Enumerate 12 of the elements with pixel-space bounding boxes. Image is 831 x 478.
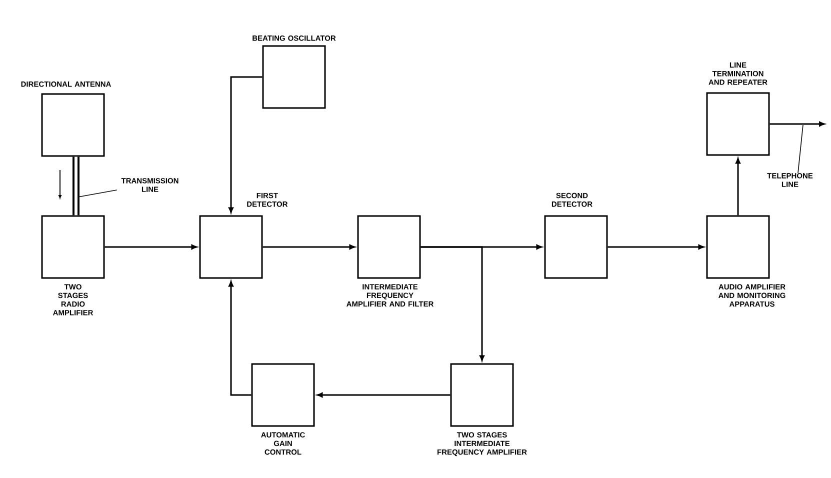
leader-line xyxy=(78,190,118,198)
signal-line xyxy=(736,158,740,216)
leader-line xyxy=(798,124,804,174)
signal-line xyxy=(228,281,252,396)
signal-line xyxy=(317,392,450,398)
signal-line xyxy=(608,244,704,250)
signal-line xyxy=(104,244,197,250)
signal-line xyxy=(262,244,355,250)
signal-line xyxy=(420,246,484,361)
signal-line xyxy=(770,122,825,126)
signal-line xyxy=(228,76,262,213)
transmission-line xyxy=(72,156,80,216)
